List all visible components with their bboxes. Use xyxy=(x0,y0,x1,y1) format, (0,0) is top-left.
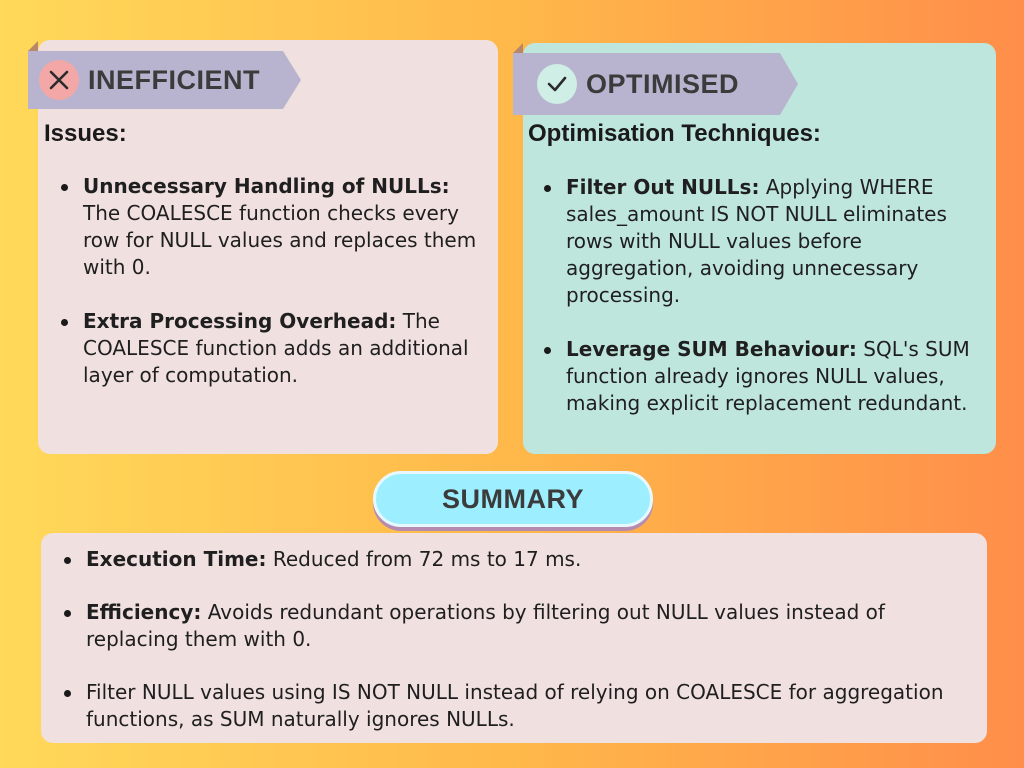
techniques-list: Filter Out NULLs: Applying WHERE sales_a… xyxy=(544,174,991,417)
ribbon-fold-right xyxy=(513,43,523,53)
item-label: Extra Processing Overhead: xyxy=(83,309,397,333)
item-label: Leverage SUM Behaviour: xyxy=(566,337,857,361)
item-label: Unnecessary Handling of NULLs: xyxy=(83,174,450,198)
x-icon xyxy=(39,60,79,100)
item-label: Execution Time: xyxy=(86,547,267,571)
ribbon-fold-left xyxy=(28,41,38,51)
optimised-ribbon: OPTIMISED xyxy=(513,53,798,115)
item-label: Filter Out NULLs: xyxy=(566,175,760,199)
check-icon xyxy=(537,64,577,104)
summary-list: Execution Time: Reduced from 72 ms to 17… xyxy=(64,546,981,733)
item-text: Applying WHERE sales_amount IS NOT NULL … xyxy=(566,175,947,307)
optimisation-techniques-heading: Optimisation Techniques: xyxy=(528,120,821,147)
list-item: Efficiency: Avoids redundant operations … xyxy=(64,599,981,653)
item-label: Efficiency: xyxy=(86,600,202,624)
list-item: Leverage SUM Behaviour: SQL's SUM functi… xyxy=(544,336,991,417)
list-item: Extra Processing Overhead: The COALESCE … xyxy=(61,308,493,389)
inefficient-ribbon: INEFFICIENT xyxy=(28,51,301,109)
list-item: Filter NULL values using IS NOT NULL ins… xyxy=(64,679,981,733)
item-text: Avoids redundant operations by filtering… xyxy=(86,600,885,651)
inefficient-title: INEFFICIENT xyxy=(88,64,260,95)
item-text: SQL's SUM function already ignores NULL … xyxy=(566,337,970,415)
list-item: Execution Time: Reduced from 72 ms to 17… xyxy=(64,546,981,573)
item-text: Reduced from 72 ms to 17 ms. xyxy=(266,547,582,571)
list-item: Filter Out NULLs: Applying WHERE sales_a… xyxy=(544,174,991,309)
item-text: The COALESCE function adds an additional… xyxy=(83,309,469,387)
optimised-title: OPTIMISED xyxy=(586,68,740,99)
item-text: Filter NULL values using IS NOT NULL ins… xyxy=(86,680,944,731)
inefficient-card xyxy=(38,40,498,454)
summary-card xyxy=(41,533,987,743)
summary-heading: SUMMARY xyxy=(373,471,653,527)
issues-heading: Issues: xyxy=(44,120,127,147)
issues-list: Unnecessary Handling of NULLs: The COALE… xyxy=(61,173,493,389)
item-text: The COALESCE function checks every row f… xyxy=(83,201,477,279)
list-item: Unnecessary Handling of NULLs: The COALE… xyxy=(61,173,493,281)
